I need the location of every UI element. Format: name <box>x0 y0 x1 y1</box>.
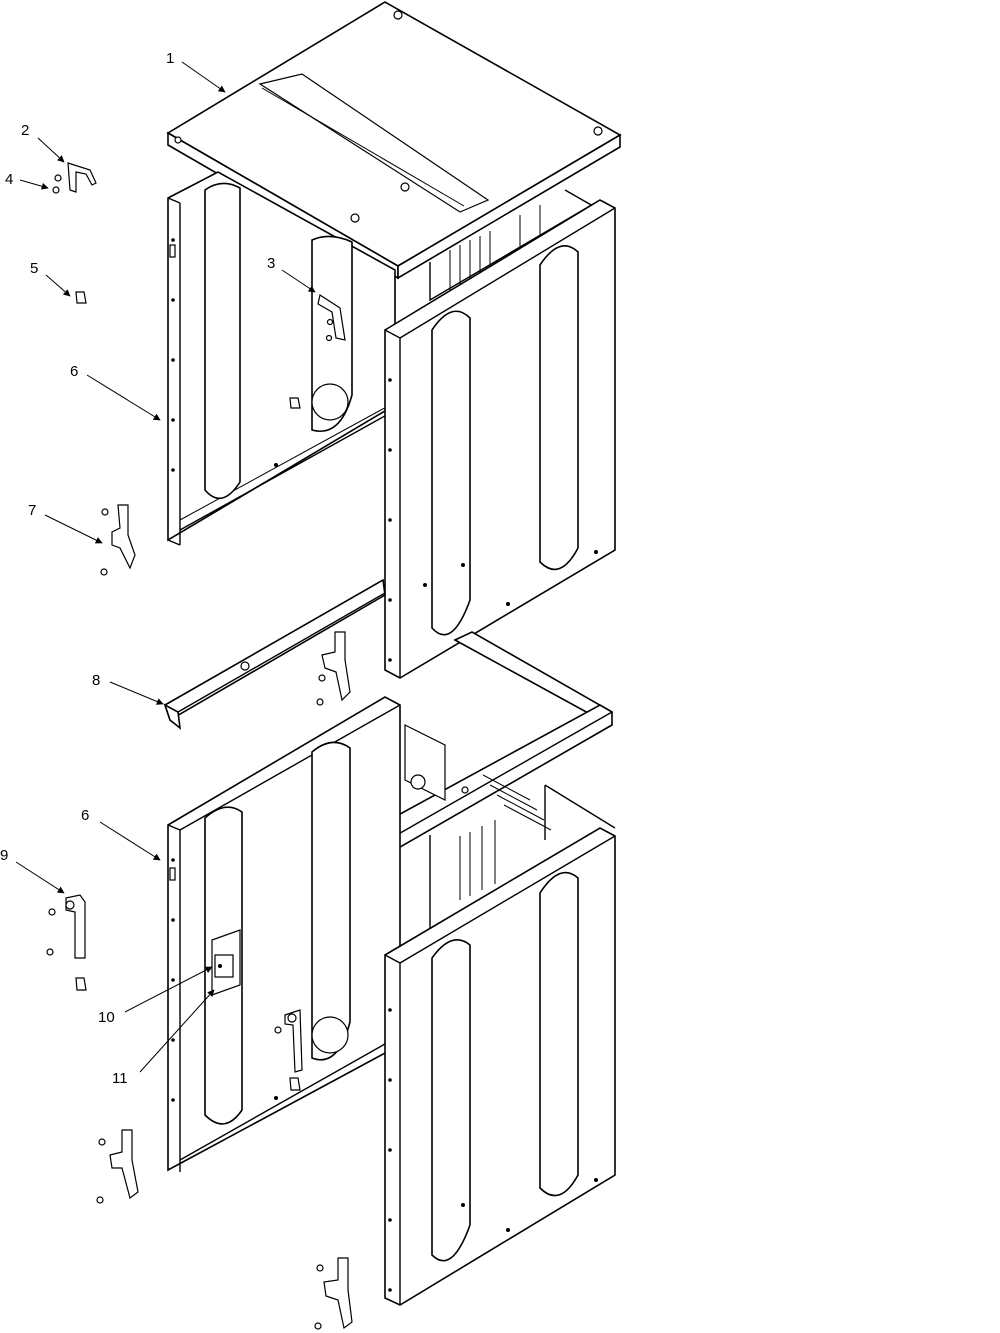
callout-leaders <box>15 61 316 1073</box>
callout-4: 4 <box>5 171 13 188</box>
callout-1: 1 <box>166 50 174 67</box>
left-side-panel-upper <box>167 171 396 546</box>
callout-10: 10 <box>98 1009 115 1026</box>
lower-cabinet <box>167 696 616 1306</box>
callout-6-lower: 6 <box>81 807 89 824</box>
upper-cabinet <box>167 171 616 679</box>
hardware-parts <box>46 162 353 1330</box>
right-side-panel-upper <box>384 199 616 679</box>
callout-9: 9 <box>0 847 8 864</box>
callout-11: 11 <box>112 1070 128 1087</box>
left-side-panel-lower <box>167 696 401 1172</box>
callout-8: 8 <box>92 672 100 689</box>
callout-5: 5 <box>30 260 38 277</box>
right-side-panel-lower <box>384 827 616 1306</box>
callout-7: 7 <box>28 502 36 519</box>
callout-3: 3 <box>267 255 275 272</box>
callout-labels: 1 2 3 4 5 6 7 8 6 9 10 11 <box>0 50 275 1087</box>
callout-2: 2 <box>21 122 29 139</box>
top-panel <box>166 1 622 280</box>
cross-brace-frame <box>163 578 613 851</box>
callout-6-upper: 6 <box>70 363 78 380</box>
